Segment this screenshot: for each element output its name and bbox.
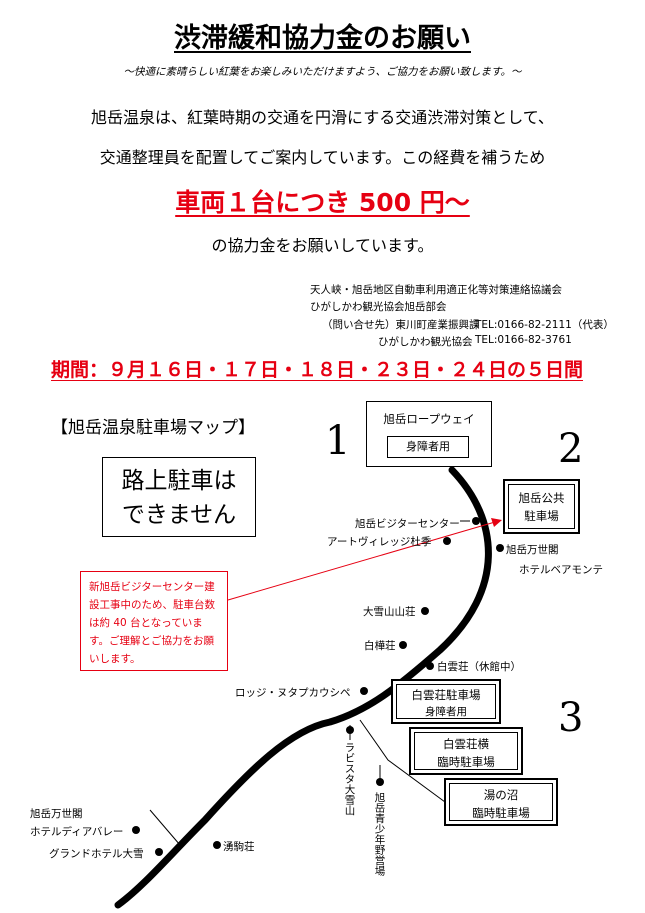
lodge-label: ロッジ・ヌタプカウシペ xyxy=(235,687,351,699)
grand-hotel-dot xyxy=(155,848,163,856)
no-parking-line-1: 路上駐車は xyxy=(121,468,237,494)
no-parking-box: 路上駐車は できません xyxy=(102,457,256,537)
yukoma-so-dot xyxy=(213,841,221,849)
ropeway-box: 旭岳ロープウェイ 身障者用 xyxy=(366,401,492,467)
body-text-line-1: 旭岳温泉は、紅葉時期の交通を円滑にする交通渋滞対策として、 xyxy=(91,108,554,127)
yukoma-so-label: 湧駒荘 xyxy=(223,841,255,853)
youth-camp-dot xyxy=(376,778,384,786)
yunonuma-line-2: 臨時駐車場 xyxy=(472,806,530,820)
hotel-dear-line xyxy=(149,809,181,846)
daisetsu-sanso-label: 大雪山山荘 xyxy=(363,606,416,618)
hakuun-temp-line-2: 臨時駐車場 xyxy=(437,755,495,769)
notice-arrow-line xyxy=(227,521,496,601)
body-text-line-3: の協力金をお願いしています。 xyxy=(211,236,434,255)
visitor-center-label: 旭岳ビジターセンター xyxy=(355,518,460,530)
subtitle: ～快適に素晴らしい紅葉をお楽しみいただけますよう、ご協力をお願い致します。～ xyxy=(123,66,522,78)
manseikaku-dot xyxy=(496,544,504,552)
contact-2-tel: TEL:0166-82-3761 xyxy=(475,334,572,346)
page-title: 渋滞緩和協力金のお願い xyxy=(174,23,471,54)
lodge-dot xyxy=(360,687,368,695)
main-road xyxy=(114,466,492,909)
contact-2-label: ひがしかわ観光協会 xyxy=(378,336,473,348)
construction-notice: 新旭岳ビジターセンター建設工事中のため、駐車台数は約 40 台となっています。ご… xyxy=(80,571,228,671)
hotel-dear-dot xyxy=(132,826,140,834)
no-parking-line-2: できません xyxy=(121,502,237,528)
hotel-dear-label-2: ホテルディアバレー xyxy=(30,826,124,838)
ropeway-label: 旭岳ロープウェイ xyxy=(383,412,475,426)
hakuun-parking-line-2: 身障者用 xyxy=(425,706,467,718)
public-parking-box: 旭岳公共 駐車場 xyxy=(503,479,580,534)
public-parking-line-2: 駐車場 xyxy=(524,509,559,523)
lapista-label: ラビスタ大雪山 xyxy=(343,742,356,816)
map-title: 【旭岳温泉駐車場マップ】 xyxy=(51,418,255,438)
grand-hotel-label: グランドホテル大雪 xyxy=(49,848,144,860)
fee-headline: 車両１台につき 500 円～ xyxy=(175,188,470,217)
ropeway-accessible-box: 身障者用 xyxy=(387,436,469,458)
body-text-line-2: 交通整理員を配置してご案内しています。この経費を補うため xyxy=(99,148,546,167)
ropeway-accessible-label: 身障者用 xyxy=(406,440,450,453)
daisetsu-sanso-dot xyxy=(421,607,429,615)
marker-number-2: 2 xyxy=(558,426,584,472)
art-village-dot xyxy=(443,537,451,545)
marker-number-3: 3 xyxy=(558,695,584,741)
notice-arrow-head xyxy=(491,518,502,527)
visitor-center-dot xyxy=(472,517,480,525)
hakuun-parking-box: 白雲荘駐車場 身障者用 xyxy=(391,679,501,724)
manseikaku-label-2: ホテルベアモンテ xyxy=(519,564,603,576)
organizer-line-1: 天人峡・旭岳地区自動車利用適正化等対策連絡協議会 xyxy=(310,284,562,296)
organizer-line-2: ひがしかわ観光協会旭岳部会 xyxy=(310,301,447,313)
hakuun-so-dot xyxy=(426,662,434,670)
hakuun-parking-line-1: 白雲荘駐車場 xyxy=(411,688,481,702)
shirakaba-so-label: 白樺荘 xyxy=(364,640,396,652)
lapista-dot xyxy=(346,726,354,734)
manseikaku-label-1: 旭岳万世閣 xyxy=(506,544,559,556)
youth-camp-label: 旭岳青少年野営場 xyxy=(373,792,386,876)
hakuun-so-label: 白雲荘（休館中） xyxy=(437,661,521,673)
yunonuma-line-1: 湯の沼 xyxy=(483,788,519,802)
side-road xyxy=(359,719,446,803)
art-village-label: アートヴィレッジ杜季 xyxy=(327,536,432,548)
hakuun-temp-line-1: 白雲荘横 xyxy=(443,737,489,751)
contact-1-label: （問い合せ先）東川町産業振興課 xyxy=(322,319,480,331)
yunonuma-parking-box: 湯の沼 臨時駐車場 xyxy=(444,778,558,826)
hotel-dear-label-1: 旭岳万世閣 xyxy=(30,808,83,820)
shirakaba-so-dot xyxy=(399,641,407,649)
public-parking-line-1: 旭岳公共 xyxy=(518,491,565,505)
hakuun-temp-parking-box: 白雲荘横 臨時駐車場 xyxy=(409,727,523,775)
marker-number-1: 1 xyxy=(325,418,351,464)
event-period: 期間：９月１６日・１７日・１８日・２３日・２４日の５日間 xyxy=(51,359,584,381)
contact-1-tel: TEL:0166-82-2111（代表） xyxy=(475,319,614,331)
